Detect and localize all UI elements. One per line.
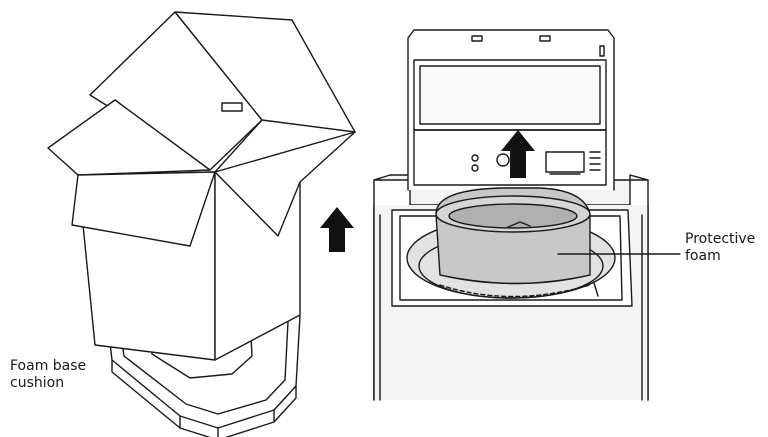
foam-base-cushion-label: Foam base cushion	[10, 358, 86, 392]
protective-foam-label: Protective foam	[685, 231, 755, 265]
cardboard-box	[47, 11, 356, 361]
foam-base-cushion-label-line1: Foam base	[10, 358, 87, 374]
up-arrow-icon	[320, 207, 354, 252]
protective-foam-label-line2: foam	[685, 248, 721, 264]
protective-foam	[435, 187, 591, 285]
foam-base-cushion-label-line2: cushion	[10, 375, 65, 391]
protective-foam-label-line1: Protective	[685, 231, 756, 247]
up-arrow-icon	[501, 130, 535, 178]
